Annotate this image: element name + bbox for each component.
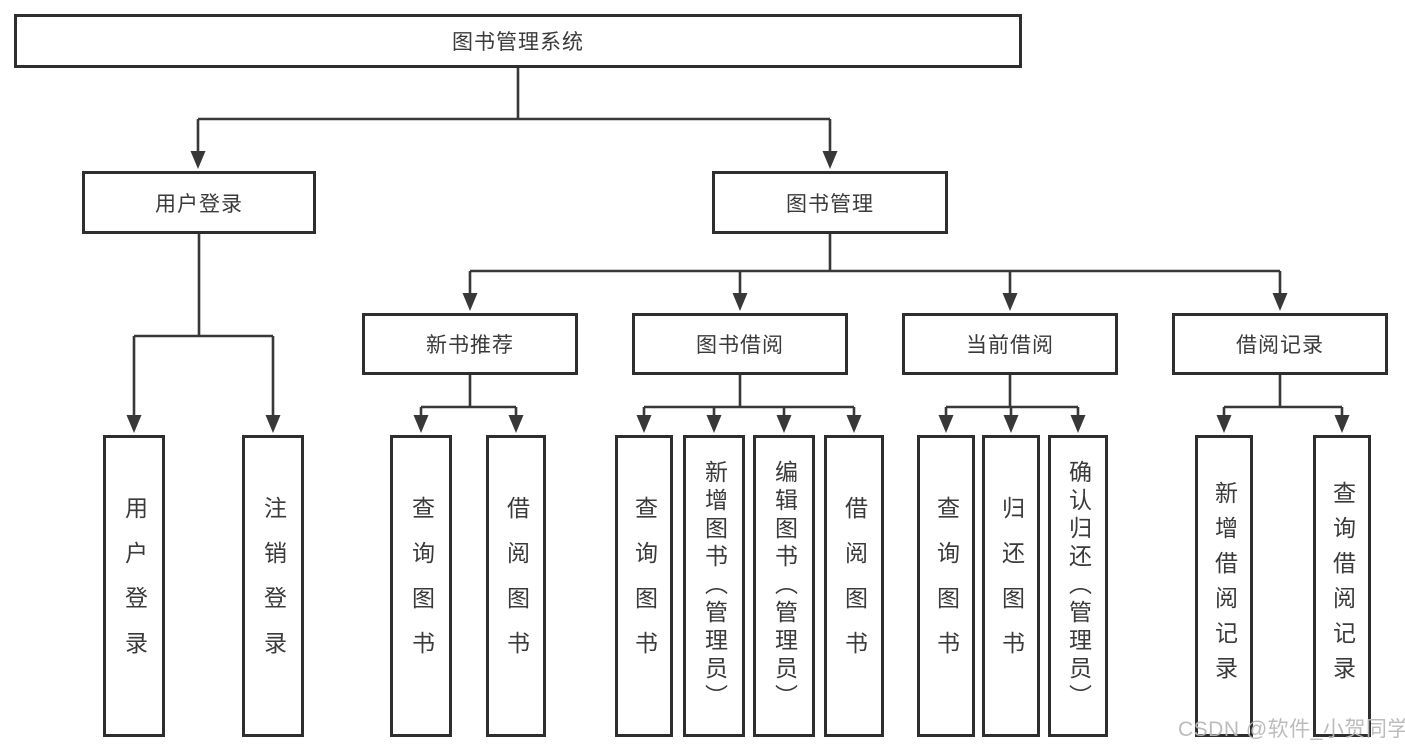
node-label: 借阅图书 [503, 496, 530, 676]
node-label: 查询图书 [631, 496, 658, 676]
node-user-login: 用户登录 [82, 171, 316, 234]
leaf-user-login: 用户登录 [103, 435, 165, 737]
leaf-add-borrow-record: 新增借阅记录 [1195, 435, 1253, 737]
leaf-return-book: 归还图书 [982, 435, 1040, 737]
node-label: 新书推荐 [426, 334, 514, 357]
node-borrow-record: 借阅记录 [1172, 313, 1388, 375]
leaf-query-book-recommend: 查询图书 [390, 435, 452, 737]
node-label: 注销登录 [260, 496, 287, 676]
node-label: 用户登录 [155, 192, 243, 216]
node-book-management: 图书管理 [712, 171, 948, 234]
node-label: 借阅图书 [841, 496, 868, 676]
node-book-borrow: 图书借阅 [632, 313, 848, 375]
node-label: 编辑图书（管理员） [771, 460, 798, 712]
leaf-query-book-borrow: 查询图书 [615, 435, 673, 737]
node-label: 借阅记录 [1236, 334, 1324, 357]
node-label: 新增图书（管理员） [701, 460, 728, 712]
node-label: 图书管理系统 [452, 31, 584, 54]
leaf-logout: 注销登录 [242, 435, 304, 737]
node-label: 查询借阅记录 [1329, 481, 1356, 691]
node-current-borrow: 当前借阅 [902, 313, 1118, 375]
node-label: 查询图书 [408, 496, 435, 676]
node-label: 用户登录 [121, 496, 148, 676]
leaf-confirm-return-admin: 确认归还（管理员） [1048, 435, 1108, 737]
csdn-watermark: CSDN @软件_小贺同学 [1178, 718, 1405, 741]
node-label: 当前借阅 [966, 334, 1054, 357]
node-label: 确认归还（管理员） [1065, 460, 1092, 712]
leaf-query-borrow-record: 查询借阅记录 [1313, 435, 1371, 737]
node-new-book-recommend: 新书推荐 [362, 313, 578, 375]
node-label: 图书借阅 [696, 334, 784, 357]
leaf-add-book-admin: 新增图书（管理员） [683, 435, 745, 737]
leaf-borrow-book: 借阅图书 [824, 435, 884, 737]
leaf-query-book-current: 查询图书 [917, 435, 975, 737]
leaf-edit-book-admin: 编辑图书（管理员） [753, 435, 815, 737]
node-label: 查询图书 [933, 496, 960, 676]
node-label: 新增借阅记录 [1211, 481, 1238, 691]
leaf-borrow-book-recommend: 借阅图书 [486, 435, 546, 737]
node-library-management-system: 图书管理系统 [14, 14, 1022, 68]
node-label: 归还图书 [998, 496, 1025, 676]
node-label: 图书管理 [786, 192, 874, 216]
